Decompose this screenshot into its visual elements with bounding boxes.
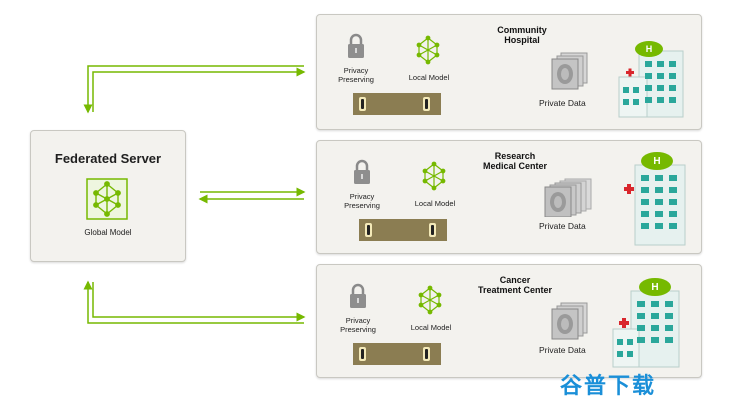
private-data-stack-icon bbox=[551, 52, 588, 90]
private-data-label: Private Data bbox=[539, 345, 586, 355]
encrypted-data-strip bbox=[353, 93, 441, 115]
arrow-server-to-hospital bbox=[92, 67, 306, 112]
arrow-cancer-to-server bbox=[83, 280, 304, 324]
local-model-label: Local Model bbox=[408, 73, 450, 82]
svg-text:H: H bbox=[646, 44, 653, 54]
private-data-stack-icon bbox=[544, 178, 592, 217]
padlock-icon bbox=[348, 33, 364, 58]
padlock-icon bbox=[354, 159, 370, 184]
global-model-label: Global Model bbox=[84, 228, 132, 237]
cancer-center-building-icon: H bbox=[612, 278, 680, 368]
private-data-stack-icon bbox=[551, 302, 588, 340]
encrypted-data-strip bbox=[353, 343, 441, 365]
medical-center-building-icon: H bbox=[624, 152, 686, 246]
padlock-icon bbox=[350, 283, 366, 308]
local-model-icon bbox=[418, 285, 442, 315]
local-model-icon bbox=[416, 35, 440, 65]
local-model-icon bbox=[422, 161, 446, 191]
global-model-icon bbox=[86, 178, 128, 220]
local-model-label: Local Model bbox=[414, 199, 456, 208]
private-data-label: Private Data bbox=[539, 221, 586, 231]
svg-text:H: H bbox=[651, 282, 658, 293]
encrypted-data-strip bbox=[359, 219, 447, 241]
server-title: Federated Server bbox=[54, 151, 162, 166]
private-data-label: Private Data bbox=[539, 98, 586, 108]
arrow-hospital-to-server bbox=[83, 65, 304, 114]
federated-server-panel: Federated Server Global Model bbox=[30, 130, 186, 262]
hospital-building-icon: H bbox=[618, 41, 684, 118]
watermark-text: 谷普下载 bbox=[560, 374, 657, 399]
local-model-label: Local Model bbox=[410, 323, 452, 332]
arrow-server-to-cancer bbox=[92, 282, 306, 322]
svg-text:H: H bbox=[653, 156, 660, 167]
